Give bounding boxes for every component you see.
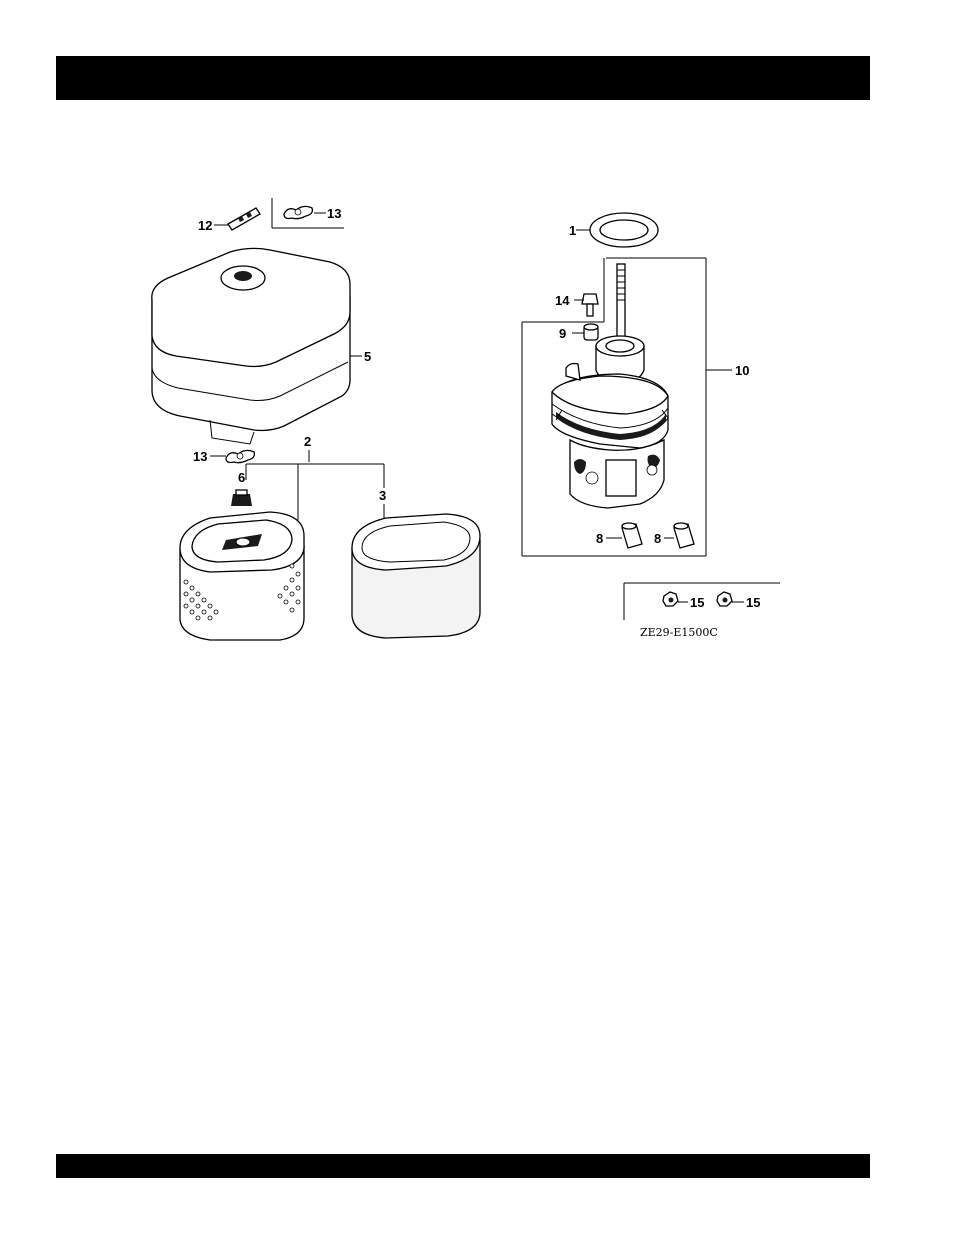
nut-part-15-right	[717, 592, 732, 606]
sleeve-part-8-left	[622, 523, 642, 548]
air-cleaner-cover-part-5	[152, 248, 350, 444]
foam-element-part-3	[352, 514, 480, 638]
callout-6: 6	[238, 470, 245, 485]
callout-5: 5	[364, 349, 371, 364]
gasket-part-1	[590, 213, 658, 247]
callout-2: 2	[304, 434, 311, 449]
callout-14: 14	[555, 293, 570, 308]
sleeve-part-8-right	[674, 523, 694, 548]
callout-8-left: 8	[596, 531, 603, 546]
bolt-part-12	[228, 208, 260, 230]
bolt-part-14	[582, 294, 598, 316]
callout-13-top: 13	[327, 206, 341, 221]
callout-10: 10	[735, 363, 749, 378]
callout-15-left: 15	[690, 595, 704, 610]
callout-9: 9	[559, 326, 566, 341]
callout-13-lower: 13	[193, 449, 207, 464]
nut-part-15-left	[663, 592, 678, 606]
wing-nut-part-13-top	[284, 206, 312, 218]
wing-nut-part-13-lower	[226, 450, 254, 462]
paper-filter-element	[180, 512, 304, 640]
callout-8-right: 8	[654, 531, 661, 546]
collar-part-9	[584, 324, 598, 340]
diagram-reference-code: ZE29-E1500C	[640, 626, 718, 639]
callout-15-right: 15	[746, 595, 760, 610]
air-cleaner-case-part-10	[552, 336, 668, 508]
callout-3: 3	[379, 488, 386, 503]
callout-12: 12	[198, 218, 212, 233]
callout-1: 1	[569, 223, 576, 238]
grommet-part-6	[231, 490, 252, 506]
